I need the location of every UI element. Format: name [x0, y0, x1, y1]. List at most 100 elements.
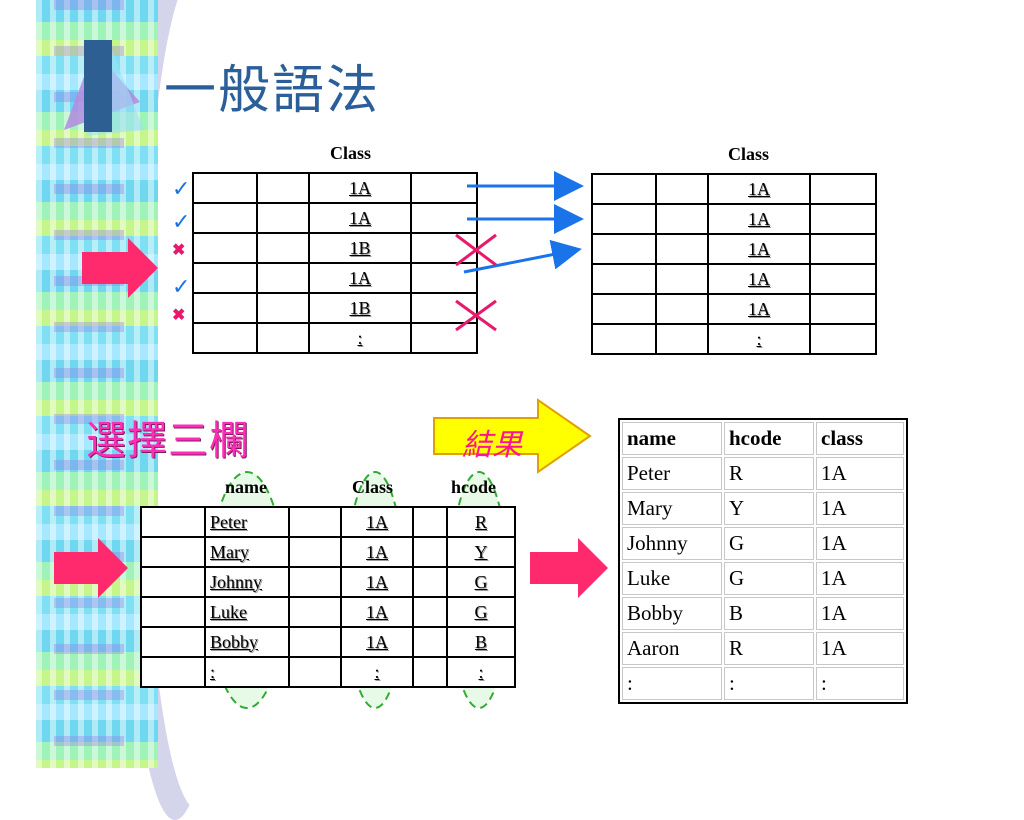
x-icon: ✖	[172, 307, 186, 324]
empty-cell	[288, 536, 342, 568]
table-row: 1B	[192, 292, 478, 324]
class-cell: 1A	[707, 263, 811, 295]
result-arrow	[433, 398, 592, 474]
empty-cell	[591, 203, 657, 235]
check-icon: ✓	[172, 208, 191, 234]
data-cell: Johnny	[204, 566, 290, 598]
empty-cell	[140, 626, 206, 658]
data-cell: 1A	[816, 527, 904, 560]
data-cell: Y	[446, 536, 516, 568]
header-cell: name	[622, 422, 722, 455]
data-cell: Luke	[204, 596, 290, 628]
class-cell: 1A	[308, 172, 412, 204]
class-cell: 1A	[308, 262, 412, 294]
table-row: 1B	[192, 232, 478, 264]
empty-cell	[809, 173, 877, 205]
empty-cell	[655, 263, 709, 295]
reject-cross-1	[455, 233, 497, 267]
empty-cell	[288, 626, 342, 658]
data-cell: 1A	[816, 492, 904, 525]
empty-cell	[412, 506, 448, 538]
table-row: 1A	[192, 202, 478, 234]
empty-cell	[140, 536, 206, 568]
reject-cross-2	[455, 299, 497, 332]
class-cell: 1A	[707, 233, 811, 265]
table-row: 1A	[192, 172, 478, 204]
data-cell: G	[724, 562, 814, 595]
bottom-header-hcode: hcode	[451, 477, 496, 497]
empty-cell	[410, 172, 478, 204]
data-cell: 1A	[816, 632, 904, 665]
empty-cell	[655, 173, 709, 205]
empty-cell	[256, 262, 310, 294]
empty-cell	[256, 322, 310, 354]
empty-cell	[288, 506, 342, 538]
empty-cell	[256, 232, 310, 264]
table-row: :	[591, 323, 877, 355]
class-cell: 1A	[707, 293, 811, 325]
data-cell: 1A	[816, 562, 904, 595]
empty-cell	[256, 202, 310, 234]
empty-cell	[809, 233, 877, 265]
empty-cell	[809, 203, 877, 235]
data-cell: Mary	[622, 492, 722, 525]
empty-cell	[192, 202, 258, 234]
empty-cell	[809, 263, 877, 295]
data-cell: 1A	[340, 626, 414, 658]
data-cell: Johnny	[622, 527, 722, 560]
data-cell: 1A	[816, 597, 904, 630]
empty-cell	[655, 293, 709, 325]
empty-cell	[192, 232, 258, 264]
table-row: 1A	[591, 203, 877, 235]
empty-cell	[256, 292, 310, 324]
data-cell: 1A	[340, 536, 414, 568]
empty-cell	[412, 566, 448, 598]
data-cell: 1A	[816, 457, 904, 490]
class-cell: 1B	[308, 232, 412, 264]
empty-cell	[288, 566, 342, 598]
data-cell: G	[446, 566, 516, 598]
result-label: 結果	[462, 428, 522, 463]
empty-cell	[288, 656, 342, 688]
data-cell: :	[724, 667, 814, 700]
data-cell: :	[816, 667, 904, 700]
class-cell: 1A	[707, 203, 811, 235]
header-cell: class	[816, 422, 904, 455]
top-left-header: Class	[330, 143, 372, 163]
data-cell: Luke	[622, 562, 722, 595]
empty-cell	[655, 323, 709, 355]
empty-cell	[410, 322, 478, 354]
data-cell: :	[204, 656, 290, 688]
empty-cell	[140, 656, 206, 688]
select-columns-label: 選擇三欄	[86, 418, 250, 464]
page-title: 一般語法	[164, 61, 381, 121]
data-cell: :	[340, 656, 414, 688]
data-cell: Bobby	[622, 597, 722, 630]
table-row: 1A	[591, 233, 877, 265]
empty-cell	[412, 536, 448, 568]
class-cell: :	[707, 323, 811, 355]
empty-cell	[655, 233, 709, 265]
empty-cell	[809, 323, 877, 355]
data-cell: B	[446, 626, 516, 658]
empty-cell	[412, 596, 448, 628]
table-row: :	[192, 322, 478, 354]
pointer-arrow-result	[530, 538, 608, 598]
empty-cell	[192, 292, 258, 324]
empty-cell	[192, 262, 258, 294]
empty-cell	[591, 173, 657, 205]
empty-cell	[192, 322, 258, 354]
empty-cell	[412, 656, 448, 688]
data-cell: G	[724, 527, 814, 560]
data-cell: R	[724, 457, 814, 490]
